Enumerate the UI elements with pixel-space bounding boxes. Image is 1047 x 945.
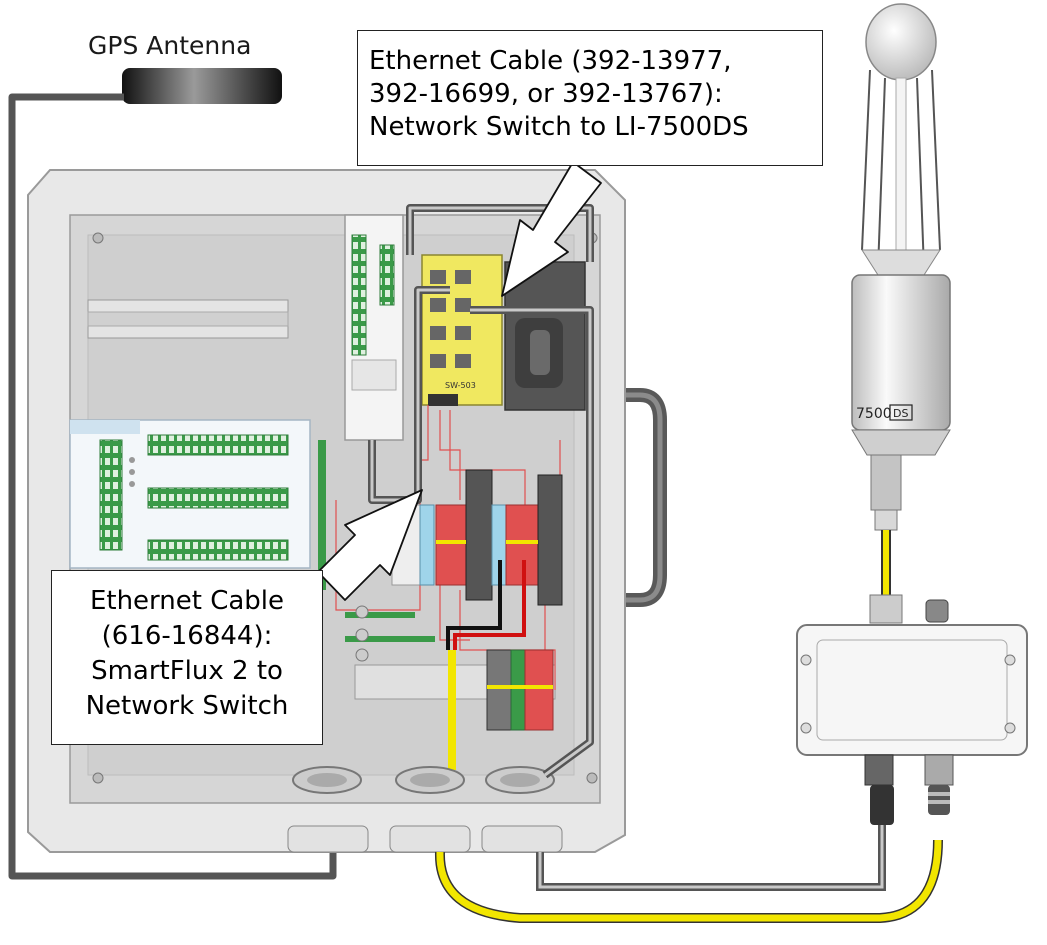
power-wires <box>446 560 526 650</box>
smartflux-board <box>69 419 311 569</box>
callout-line: 392-16699, or 392-13767): <box>369 79 723 110</box>
callout-line: (616-16844): <box>101 621 273 652</box>
arrow-left-callout <box>317 489 423 601</box>
callout-ethernet-smartflux-to-switch: Ethernet Cable (616-16844): SmartFlux 2 … <box>51 570 323 745</box>
li7500ds-analyzer: 7500 DS <box>851 3 951 531</box>
gps-antenna <box>122 68 282 104</box>
junction-box <box>796 594 1028 825</box>
callout-line: Network Switch to LI-7500DS <box>369 112 749 143</box>
arrow-top-callout <box>501 161 602 297</box>
analyzer-suffix-label: DS <box>893 407 908 420</box>
callout-line: Ethernet Cable <box>89 586 285 616</box>
callout-line: Network Switch <box>85 691 289 722</box>
network-switch: SW-503 <box>421 254 503 406</box>
gps-antenna-label: GPS Antenna <box>88 31 252 60</box>
cable-glands <box>287 766 563 853</box>
switch-model-label: SW-503 <box>445 381 476 390</box>
datalogger-module <box>344 214 404 441</box>
callout-arrows <box>317 161 602 601</box>
ethernet-cable-network-switch-to-analyzer <box>406 204 594 779</box>
gps-cable <box>8 93 337 880</box>
callout-line: SmartFlux 2 to <box>91 656 283 687</box>
callout-line: Ethernet Cable (392-13977, <box>369 46 732 76</box>
analyzer-model-label: 7500 <box>856 406 892 422</box>
power-supply <box>504 261 586 411</box>
enclosure-handle <box>626 388 667 607</box>
callout-ethernet-switch-to-analyzer: Ethernet Cable (392-13977, 392-16699, or… <box>357 30 823 166</box>
